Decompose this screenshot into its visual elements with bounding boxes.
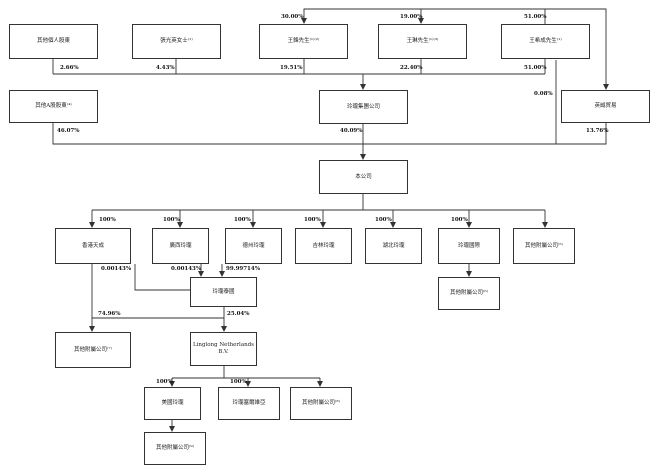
entity-label: 王希成先生⁽¹⁾ — [529, 38, 562, 45]
other-subsidiaries-8-box: 其他附屬公司⁽⁸⁾ — [290, 387, 352, 420]
linglong-usa-box: 美國玲瓏 — [144, 387, 201, 420]
pct-company-to-hk-tiancheng: 100% — [99, 217, 116, 223]
entity-label: 玲瓏泰國 — [212, 288, 235, 295]
entity-label: 其他附屬公司⁽⁵⁾ — [525, 242, 563, 249]
dezhou-linglong-box: 德州玲瓏 — [225, 228, 282, 264]
pct-individuals-to-group: 2.66% — [60, 65, 79, 71]
entity-label: 玲瓏國際 — [457, 242, 480, 249]
hubei-linglong-box: 湖北玲瓏 — [365, 228, 422, 264]
entity-label: 其他A股股東⁽⁴⁾ — [35, 103, 72, 110]
pct-hk-to-netherlands: 74.96% — [98, 311, 121, 317]
pct-wang-xicheng-to-company: 0.08% — [534, 91, 553, 97]
linglong-netherlands-box: Linglong Netherlands B.V. — [190, 332, 257, 366]
pct-wang-feng-to-group: 19.51% — [280, 65, 303, 71]
entity-label: 玲瓏塞爾維亞 — [232, 400, 266, 407]
entity-label: 其他附屬公司⁽⁷⁾ — [74, 346, 112, 353]
entity-label: 英誠貿易 — [594, 103, 617, 110]
pct-a-shareholders-to-company: 46.07% — [57, 128, 80, 134]
entity-label: 美國玲瓏 — [161, 400, 184, 407]
pct-group-to-company: 40.09% — [340, 128, 363, 134]
linglong-international-box: 玲瓏國際 — [438, 228, 500, 264]
other-subsidiaries-5-box: 其他附屬公司⁽⁵⁾ — [513, 228, 575, 264]
other-subsidiaries-7-box: 其他附屬公司⁽⁷⁾ — [55, 332, 131, 368]
mr-wang-lin-box: 王琳先生⁽¹⁾⁽³⁾ — [378, 24, 467, 59]
pct-company-to-hubei: 100% — [375, 217, 392, 223]
entity-label: 張光英女士⁽¹⁾ — [160, 38, 193, 45]
entity-label: 湖北玲瓏 — [382, 242, 405, 249]
pct-company-to-guangxi: 100% — [163, 217, 180, 223]
pct-wang-xicheng-to-wang-lin: 19.00% — [400, 14, 423, 20]
hk-tiancheng-box: 香港天成 — [55, 228, 131, 264]
pct-dezhou-to-thailand: 99.99714% — [226, 266, 260, 272]
entity-label: 其他附屬公司⁽⁸⁾ — [302, 400, 340, 407]
yingcheng-trade-box: 英誠貿易 — [561, 90, 650, 123]
entity-label: 其他附屬公司⁽⁶⁾ — [450, 290, 488, 297]
linglong-thailand-box: 玲瓏泰國 — [190, 277, 257, 307]
entity-label: 德州玲瓏 — [242, 242, 265, 249]
entity-label: 王琳先生⁽¹⁾⁽³⁾ — [406, 38, 439, 45]
pct-zhang-to-group: 4.43% — [156, 65, 175, 71]
pct-wang-lin-to-group: 22.40% — [400, 65, 423, 71]
entity-label: 其他附屬公司⁽⁹⁾ — [156, 445, 194, 452]
other-subsidiaries-6-box: 其他附屬公司⁽⁶⁾ — [438, 277, 500, 310]
ms-zhang-guangying-box: 張光英女士⁽¹⁾ — [132, 24, 221, 59]
linglong-serbia-box: 玲瓏塞爾維亞 — [218, 387, 280, 420]
entity-label: 廣西玲瓏 — [169, 242, 192, 249]
the-company-box: 本公司 — [319, 160, 408, 194]
entity-label: 吉林玲瓏 — [312, 242, 335, 249]
entity-label: 玲瓏集團公司 — [346, 103, 380, 110]
pct-company-to-dezhou: 100% — [234, 217, 251, 223]
linglong-group-box: 玲瓏集團公司 — [319, 90, 408, 124]
pct-wang-xicheng-to-wang-feng: 30.00% — [281, 14, 304, 20]
pct-yingcheng-to-company: 13.76% — [586, 128, 609, 134]
pct-thailand-to-netherlands: 25.04% — [227, 311, 250, 317]
pct-netherlands-to-serbia: 100% — [230, 379, 247, 385]
entity-label: 王鋒先生⁽¹⁾⁽²⁾ — [287, 38, 320, 45]
pct-hk-to-thailand: 0.00143% — [101, 266, 132, 272]
entity-label: 香港天成 — [81, 242, 104, 249]
jilin-linglong-box: 吉林玲瓏 — [295, 228, 352, 264]
other-individual-shareholders-box: 其他個人股東 — [9, 24, 98, 59]
pct-wang-xicheng-to-yingcheng-top: 51.00% — [524, 14, 547, 20]
entity-label: 其他個人股東 — [36, 38, 70, 45]
pct-wang-xicheng-to-group: 51.00% — [524, 65, 547, 71]
pct-netherlands-to-usa: 100% — [156, 379, 173, 385]
entity-label: Linglong Netherlands B.V. — [193, 342, 254, 355]
mr-wang-xicheng-box: 王希成先生⁽¹⁾ — [501, 24, 590, 59]
other-a-shareholders-box: 其他A股股東⁽⁴⁾ — [9, 90, 98, 123]
other-subsidiaries-9-box: 其他附屬公司⁽⁹⁾ — [144, 432, 206, 465]
guangxi-linglong-box: 廣西玲瓏 — [152, 228, 209, 264]
entity-label: 本公司 — [355, 173, 372, 180]
pct-company-to-international: 100% — [451, 217, 468, 223]
pct-guangxi-to-thailand: 0.00143% — [171, 266, 202, 272]
mr-wang-feng-box: 王鋒先生⁽¹⁾⁽²⁾ — [259, 24, 348, 59]
pct-company-to-jilin: 100% — [304, 217, 321, 223]
